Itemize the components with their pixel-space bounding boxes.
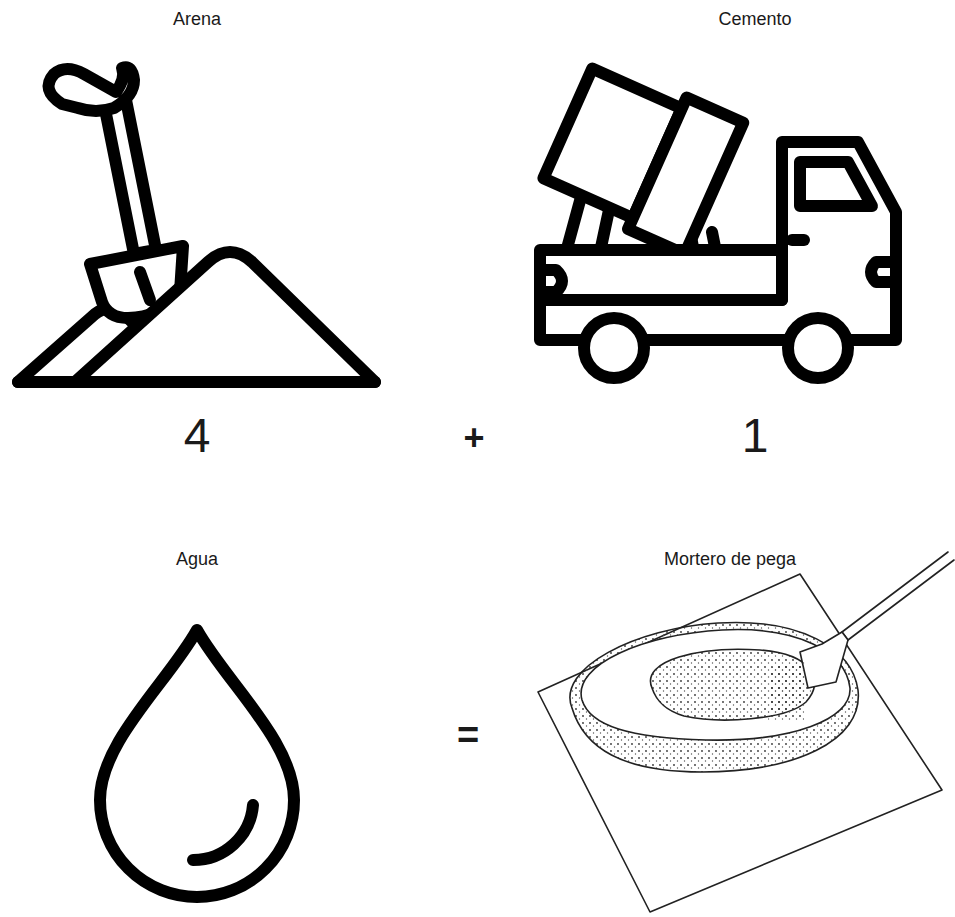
truck-bed	[540, 250, 782, 300]
item-name: Agua	[176, 550, 218, 568]
item-name: Arena	[173, 10, 221, 28]
shovel-blade-line	[140, 272, 150, 300]
water-drop-icon	[100, 630, 294, 897]
drop-highlight	[193, 805, 253, 860]
truck-cab	[540, 142, 896, 340]
mortar-pile-top	[581, 630, 850, 741]
item-name: Cemento	[718, 10, 791, 28]
front-wheel	[788, 318, 848, 378]
drop-outline	[100, 630, 294, 897]
mixing-board	[538, 574, 942, 912]
shovel-grip	[49, 67, 134, 111]
plus-sign: +	[463, 420, 484, 456]
door-handle	[792, 234, 804, 246]
ground-line	[18, 376, 375, 388]
shovel-handle	[104, 100, 156, 254]
equals-sign: =	[457, 716, 479, 754]
big-pile	[75, 252, 375, 382]
result-name: Mortero de pega	[664, 550, 796, 568]
head-light	[871, 262, 896, 282]
mortar-sketch	[538, 552, 954, 912]
sand-icon	[18, 67, 375, 382]
mortar-pile	[570, 622, 858, 772]
trowel-handle	[842, 552, 954, 640]
trowel-blade	[800, 632, 848, 688]
mixer-drum-front	[628, 97, 743, 254]
truck-icon	[538, 58, 896, 378]
tail-light	[540, 270, 562, 292]
quantity-number: 4	[184, 412, 211, 460]
falling-mortar	[768, 660, 806, 722]
quantity-number: 1	[742, 412, 769, 460]
rear-wheel	[584, 318, 644, 378]
cab-window	[800, 162, 872, 206]
